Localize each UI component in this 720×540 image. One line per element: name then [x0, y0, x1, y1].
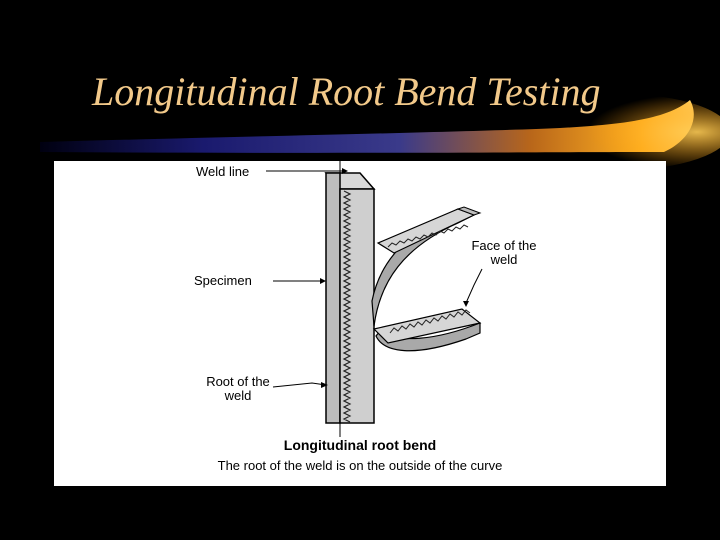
figure-caption-title: Longitudinal root bend — [283, 437, 437, 453]
specimen-label: Specimen — [194, 273, 252, 288]
bend-test-diagram — [266, 161, 483, 437]
face-of-weld-label: Face of the weld — [471, 238, 537, 267]
weld-line-label: Weld line — [196, 164, 250, 179]
figure-caption-text: The root of the weld is on the outside o… — [217, 458, 503, 473]
slide-title: Longitudinal Root Bend Testing — [92, 69, 601, 114]
bent-strip-upper — [371, 206, 482, 327]
specimen-bar — [324, 172, 376, 424]
diagram-panel: Weld line Specimen Root of the weld Face… — [54, 161, 666, 486]
arrow-heads — [320, 168, 469, 388]
root-of-weld-label: Root of the weld — [206, 374, 270, 403]
bent-strip-lower — [372, 308, 482, 352]
